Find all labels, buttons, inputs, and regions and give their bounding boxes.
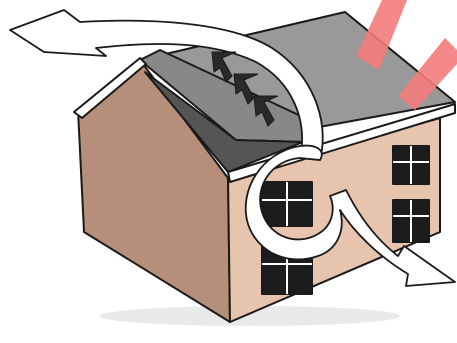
house-wind-uplift-diagram bbox=[0, 0, 457, 343]
